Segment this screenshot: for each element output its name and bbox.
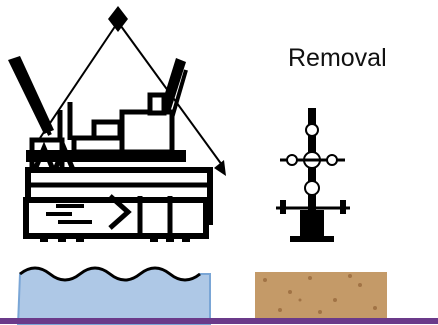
removal-label: Removal xyxy=(288,44,387,73)
lift-diamond-icon xyxy=(108,6,128,32)
accent-divider xyxy=(0,318,438,324)
seabed-icon xyxy=(255,272,387,320)
wellhead-christmas-tree-icon xyxy=(276,108,350,242)
offshore-platform-icon xyxy=(8,56,210,242)
water-icon xyxy=(18,268,210,325)
